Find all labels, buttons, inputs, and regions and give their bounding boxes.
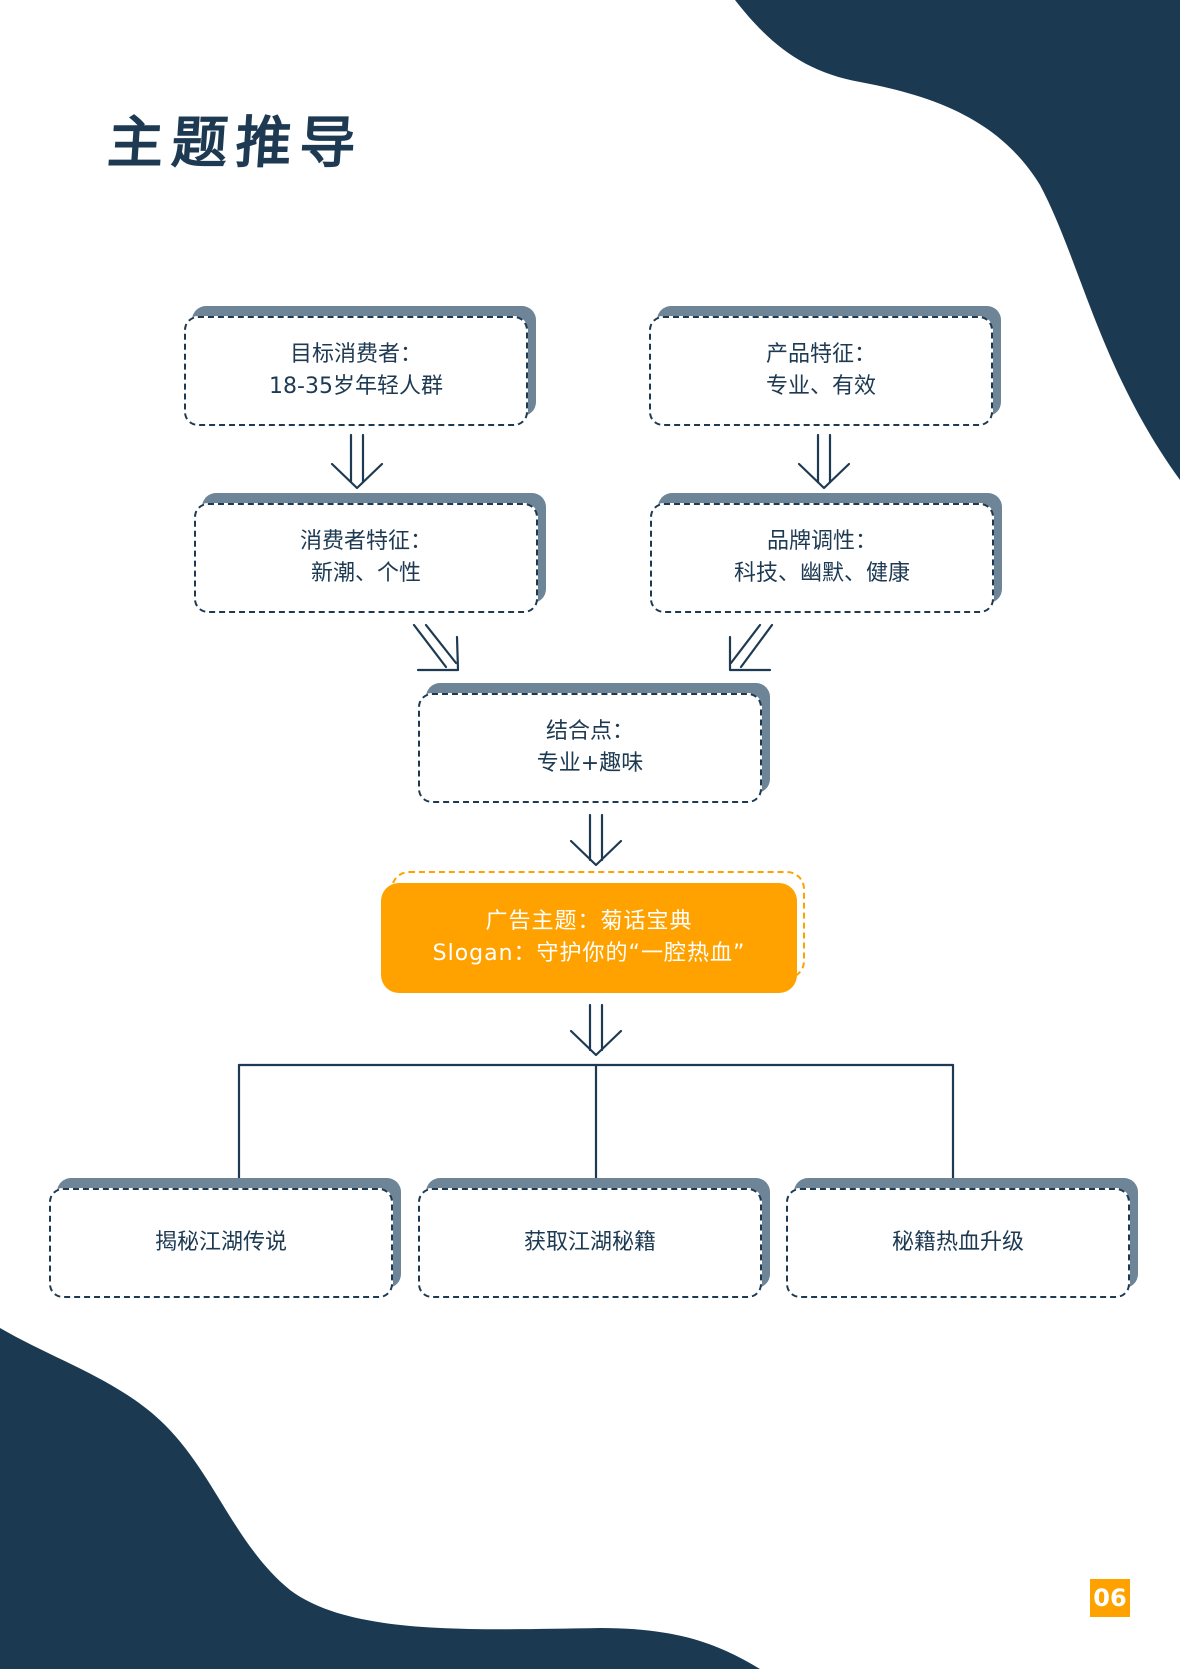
consumer-traits-value: 新潮、个性 <box>310 561 421 586</box>
arrow-down-icon-3 <box>569 813 623 867</box>
branch-box-1: 揭秘江湖传说 <box>49 1188 393 1298</box>
branch-box-2: 获取江湖秘籍 <box>418 1188 762 1298</box>
consumer-traits-label: 消费者特征： <box>299 529 432 554</box>
arrow-diagonal-icon-right <box>728 623 774 672</box>
arrow-down-icon-1 <box>330 433 384 490</box>
page-number: 06 <box>1090 1579 1130 1617</box>
ad-theme-box: 广告主题：菊话宝典 Slogan：守护你的“一腔热血” <box>381 883 797 993</box>
product-features-label: 产品特征： <box>765 342 876 367</box>
slogan-label: Slogan：守护你的“一腔热血” <box>432 941 746 966</box>
branch-label-3: 秘籍热血升级 <box>891 1230 1024 1255</box>
combination-label: 结合点： <box>545 719 634 744</box>
branch-lines <box>237 1063 955 1190</box>
arrow-down-icon-2 <box>797 433 851 490</box>
branch-label-1: 揭秘江湖传说 <box>154 1230 287 1255</box>
target-consumer-value: 18-35岁年轻人群 <box>269 374 443 399</box>
consumer-traits-box: 消费者特征： 新潮、个性 <box>194 503 538 613</box>
brand-tone-label: 品牌调性： <box>766 529 877 554</box>
branch-box-3: 秘籍热血升级 <box>786 1188 1130 1298</box>
brand-tone-box: 品牌调性： 科技、幽默、健康 <box>650 503 994 613</box>
arrow-diagonal-icon-left <box>412 623 460 672</box>
branch-label-2: 获取江湖秘籍 <box>523 1230 656 1255</box>
combination-box: 结合点： 专业+趣味 <box>418 693 762 803</box>
ad-theme-label: 广告主题：菊话宝典 <box>485 909 693 934</box>
top-right-blob <box>735 0 1180 480</box>
product-features-value: 专业、有效 <box>765 374 876 399</box>
product-features-box: 产品特征： 专业、有效 <box>649 316 993 426</box>
target-consumer-label: 目标消费者： <box>289 342 422 367</box>
bottom-left-blob <box>0 1328 760 1669</box>
target-consumer-box: 目标消费者： 18-35岁年轻人群 <box>184 316 528 426</box>
arrow-down-icon-4 <box>569 1003 623 1057</box>
combination-value: 专业+趣味 <box>536 751 644 776</box>
brand-tone-value: 科技、幽默、健康 <box>733 561 910 586</box>
